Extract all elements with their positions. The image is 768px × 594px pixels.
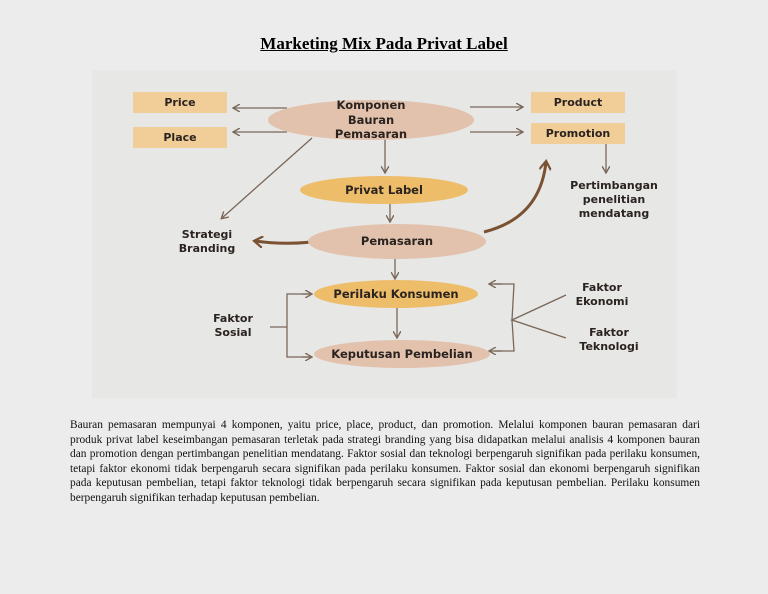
place-box: Place: [133, 127, 227, 148]
page-title: Marketing Mix Pada Privat Label: [260, 34, 508, 53]
arrow-komponen-strategi: [222, 137, 313, 218]
keputusan-pembelian-oval: Keputusan Pembelian: [314, 340, 490, 368]
description-paragraph: Bauran pemasaran mempunyai 4 komponen, y…: [70, 419, 700, 504]
perilaku-konsumen-oval: Perilaku Konsumen: [314, 280, 478, 308]
faktor-teknologi-label: Faktor Teknologi: [579, 326, 639, 353]
pertimbangan-label: Pertimbangan penelitian mendatang: [570, 179, 658, 220]
faktor-sosial-label: Faktor Sosial: [213, 312, 253, 339]
bracket-faktor-sosial: [270, 293, 310, 358]
bracket-faktor-kanan: [510, 294, 567, 339]
faktor-ekonomi-label: Faktor Ekonomi: [575, 281, 629, 308]
price-box: Price: [133, 92, 227, 113]
diagram-connectors: [92, 70, 677, 398]
strategi-branding-label: Strategi Branding: [178, 228, 236, 255]
promotion-box: Promotion: [531, 123, 625, 144]
product-box: Product: [531, 92, 625, 113]
arrow-pemasaran-promotion: [483, 162, 546, 234]
privat-label-oval: Privat Label: [300, 176, 468, 204]
pemasaran-oval: Pemasaran: [308, 224, 486, 259]
marketing-mix-diagram: Price Place Product Promotion Komponen B…: [92, 70, 677, 398]
komponen-bauran-oval: Komponen Bauran Pemasaran: [268, 98, 474, 141]
